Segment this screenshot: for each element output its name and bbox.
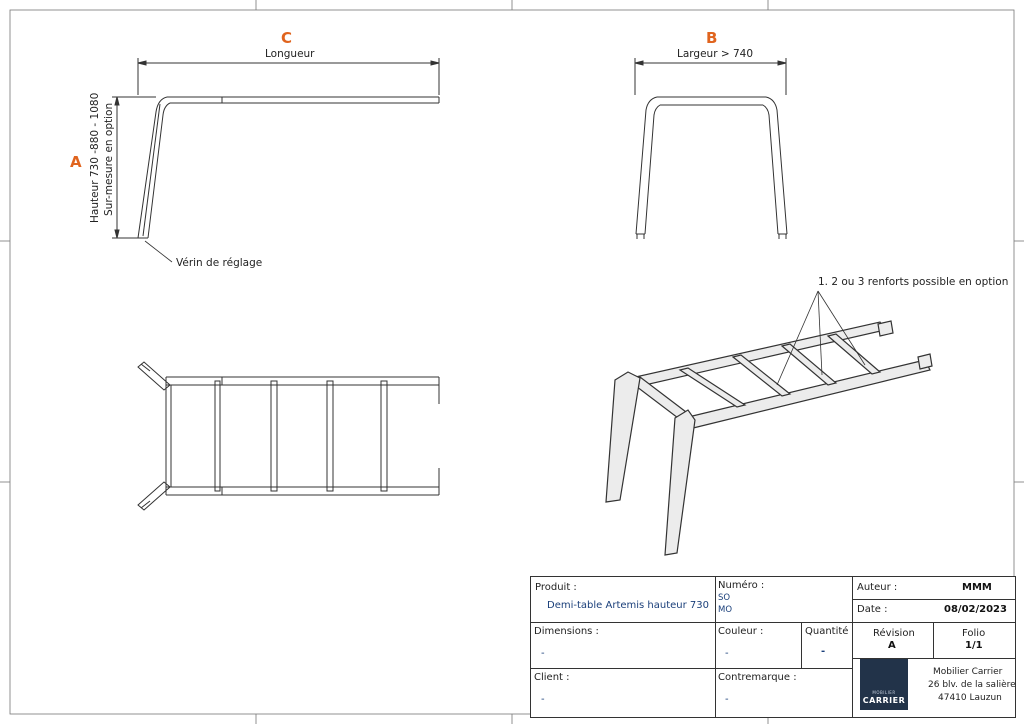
cell-produit — [531, 577, 716, 623]
numero-mo: MO — [718, 605, 733, 615]
folio-label: Folio — [962, 628, 986, 639]
numero-label: Numéro : — [718, 580, 765, 591]
title-block — [530, 576, 1016, 718]
front-view — [634, 58, 788, 239]
dimension-letter-b: B — [706, 29, 718, 47]
produit-value: Demi-table Artemis hauteur 730 — [547, 600, 710, 611]
company-name: Mobilier Carrier — [933, 667, 1003, 677]
numero-so: SO — [718, 593, 731, 603]
logo-small-text: MOBILIER — [872, 690, 896, 695]
renforts-callout: 1. 2 ou 3 renforts possible en option — [818, 276, 1009, 288]
couleur-value: - — [725, 648, 729, 659]
auteur-value: MMM — [962, 582, 992, 593]
produit-label: Produit : — [535, 582, 577, 593]
hauteur-label: Hauteur 730 -880 - 1080 — [89, 92, 101, 223]
date-label: Date : — [857, 604, 888, 615]
quantite-label: Quantité — [805, 626, 849, 637]
client-label: Client : — [534, 672, 570, 683]
verin-label: Vérin de réglage — [176, 257, 263, 269]
client-value: - — [541, 694, 545, 705]
contremarque-value: - — [725, 694, 729, 705]
folio-value: 1/1 — [965, 640, 983, 651]
revision-label: Révision — [873, 628, 915, 639]
longueur-label: Longueur — [265, 48, 315, 60]
cell-dimensions — [531, 623, 716, 669]
dimension-letter-a: A — [70, 153, 82, 171]
sur-mesure-label: Sur-mesure en option — [103, 102, 115, 216]
cell-client — [531, 669, 716, 717]
cell-date — [853, 600, 1015, 623]
quantite-value: - — [821, 646, 826, 657]
top-view — [137, 361, 440, 511]
revision-value: A — [888, 640, 896, 651]
company-logo: MOBILIER CARRIER — [860, 659, 908, 710]
side-view — [112, 58, 440, 263]
dimensions-label: Dimensions : — [534, 626, 599, 637]
company-city: 47410 Lauzun — [938, 693, 1002, 703]
cell-couleur — [716, 623, 802, 669]
cell-quantite — [802, 623, 853, 669]
auteur-label: Auteur : — [857, 582, 898, 593]
couleur-label: Couleur : — [718, 626, 764, 637]
contremarque-label: Contremarque : — [718, 672, 797, 683]
cell-revision — [853, 623, 934, 659]
cell-numero — [716, 577, 853, 623]
dimensions-value: - — [541, 648, 545, 659]
company-street: 26 blv. de la salière — [928, 680, 1016, 690]
iso-callout-leaders — [776, 290, 866, 386]
dimension-letter-c: C — [281, 29, 293, 47]
cell-auteur — [853, 577, 1015, 600]
cell-contremarque — [716, 669, 853, 717]
logo-big-text: CARRIER — [862, 696, 906, 705]
iso-view — [605, 320, 933, 556]
date-value: 08/02/2023 — [944, 604, 1007, 615]
largeur-label: Largeur > 740 — [677, 48, 754, 60]
cell-folio — [934, 623, 1015, 659]
